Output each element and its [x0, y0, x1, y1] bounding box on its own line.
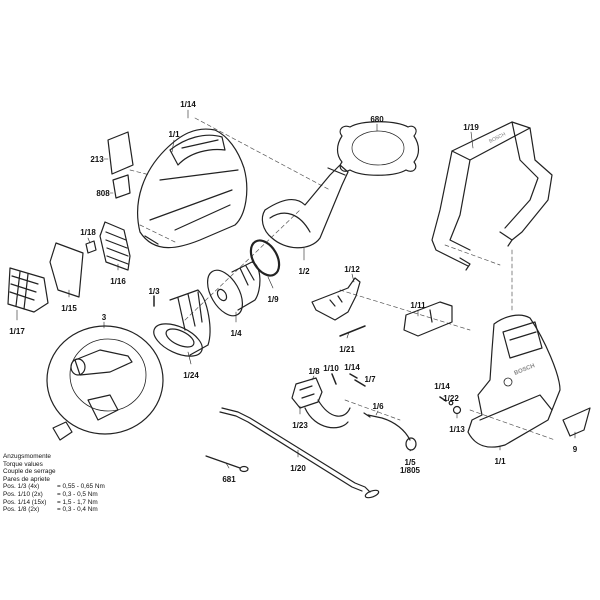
part-1-22 — [448, 400, 454, 406]
part-number-label: 3 — [101, 313, 107, 322]
torque-pos: Pos. 1/10 (2x) — [3, 490, 43, 498]
part-number-label: 1/20 — [290, 464, 306, 473]
part-number-label: 1/16 — [110, 277, 126, 286]
part-1-10-screw — [331, 373, 337, 385]
part-1-20-rod — [219, 407, 380, 499]
part-number-label: 1/3 — [148, 287, 160, 296]
part-213 — [107, 131, 134, 175]
part-number-label: 1/13 — [449, 425, 465, 434]
part-number-label: 1/10 — [323, 364, 339, 373]
part-1-14-screw-b — [349, 373, 358, 379]
torque-heading-es: Pares de apriete — [3, 475, 50, 483]
part-1-19-handle: BOSCH — [431, 121, 553, 271]
torque-heading-de: Anzugsmomente — [3, 453, 51, 460]
torque-value: = 0,3 - 0,4 Nm — [57, 506, 98, 514]
part-number-label: 1/21 — [339, 345, 355, 354]
torque-pos: Pos. 1/8 (2x) — [3, 506, 40, 514]
part-number-label: 1/8 — [308, 367, 320, 376]
torque-pos: Pos. 1/14 (15x) — [3, 498, 47, 506]
torque-pos: Pos. 1/3 (4x) — [3, 483, 40, 491]
part-number-label: 213 — [90, 155, 104, 164]
part-number-label: 9 — [572, 445, 578, 454]
part-1-2-blower-tube — [261, 164, 349, 249]
part-number-label: 1/12 — [344, 265, 360, 274]
part-number-label: 1/19 — [463, 123, 479, 132]
part-number-label: 1/23 — [292, 421, 308, 430]
part-number-label: 1/6 — [372, 402, 384, 411]
part-number-label: 1/9 — [267, 295, 279, 304]
part-number-label: 1/805 — [399, 466, 421, 475]
part-1-12-bracket — [311, 277, 361, 321]
part-number-label: 1/1 — [494, 457, 506, 466]
part-1-6-cable — [363, 412, 417, 451]
part-number-label: 1/11 — [410, 301, 426, 310]
part-number-label: 680 — [370, 115, 384, 124]
part-1-16 — [99, 221, 131, 271]
part-1-18 — [85, 240, 97, 254]
part-1-8-switch — [291, 377, 351, 429]
part-1-7 — [354, 379, 366, 387]
leader-lines — [16, 109, 576, 469]
part-number-label: 1/22 — [443, 394, 459, 403]
torque-row: Pos. 1/14 (15x) = 1,5 - 1,7 Nm — [3, 499, 105, 507]
part-1-21-spring — [339, 325, 366, 337]
torque-row: Pos. 1/3 (4x) = 0,55 - 0,65 Nm — [3, 483, 105, 491]
part-681-cable-tie — [205, 455, 249, 473]
assembly-lines — [129, 117, 556, 441]
torque-value: = 0,55 - 0,65 Nm — [57, 483, 105, 491]
part-1-17 — [7, 267, 49, 313]
part-1-15 — [49, 242, 84, 298]
part-number-label: 808 — [96, 189, 110, 198]
part-1-14-screw — [439, 396, 447, 402]
part-number-label: 1/14 — [180, 100, 196, 109]
part-number-label: 1/1 — [168, 130, 180, 139]
part-number-label: 1/4 — [230, 329, 242, 338]
part-1-4-motor — [206, 261, 261, 317]
part-808 — [112, 174, 131, 199]
torque-values-table: Anzugsmomente Torque values Couple de se… — [3, 453, 105, 514]
part-number-label: 1/18 — [80, 228, 96, 237]
part-1-13 — [452, 405, 462, 415]
part-number-label: 1/17 — [9, 327, 25, 336]
part-number-label: 681 — [222, 475, 236, 484]
part-number-label: 1/14 — [434, 382, 450, 391]
svg-text:BOSCH: BOSCH — [514, 363, 536, 377]
part-1-1-front-housing: BOSCH — [467, 314, 561, 448]
torque-value: = 1,5 - 1,7 Nm — [57, 498, 98, 506]
part-680-gasket — [336, 121, 420, 176]
part-number-label: 1/14 — [344, 363, 360, 372]
torque-value: = 0,3 - 0,5 Nm — [57, 490, 98, 498]
torque-heading-en: Torque values — [3, 460, 43, 468]
part-1-24 — [153, 289, 211, 357]
part-number-label: 1/7 — [364, 375, 376, 384]
part-9 — [562, 407, 591, 437]
svg-text:BOSCH: BOSCH — [488, 131, 507, 145]
part-3-hose — [46, 325, 164, 441]
part-1-1-housing — [137, 128, 248, 249]
torque-row: Pos. 1/10 (2x) = 0,3 - 0,5 Nm — [3, 491, 105, 499]
torque-heading-fr: Couple de serrage — [3, 468, 56, 476]
part-number-label: 1/2 — [298, 267, 310, 276]
part-number-label: 1/15 — [61, 304, 77, 313]
part-number-label: 1/24 — [183, 371, 199, 380]
torque-row: Pos. 1/8 (2x) = 0,3 - 0,4 Nm — [3, 506, 105, 514]
part-1-11 — [403, 301, 453, 337]
part-number-label: 1/5 — [404, 458, 416, 467]
